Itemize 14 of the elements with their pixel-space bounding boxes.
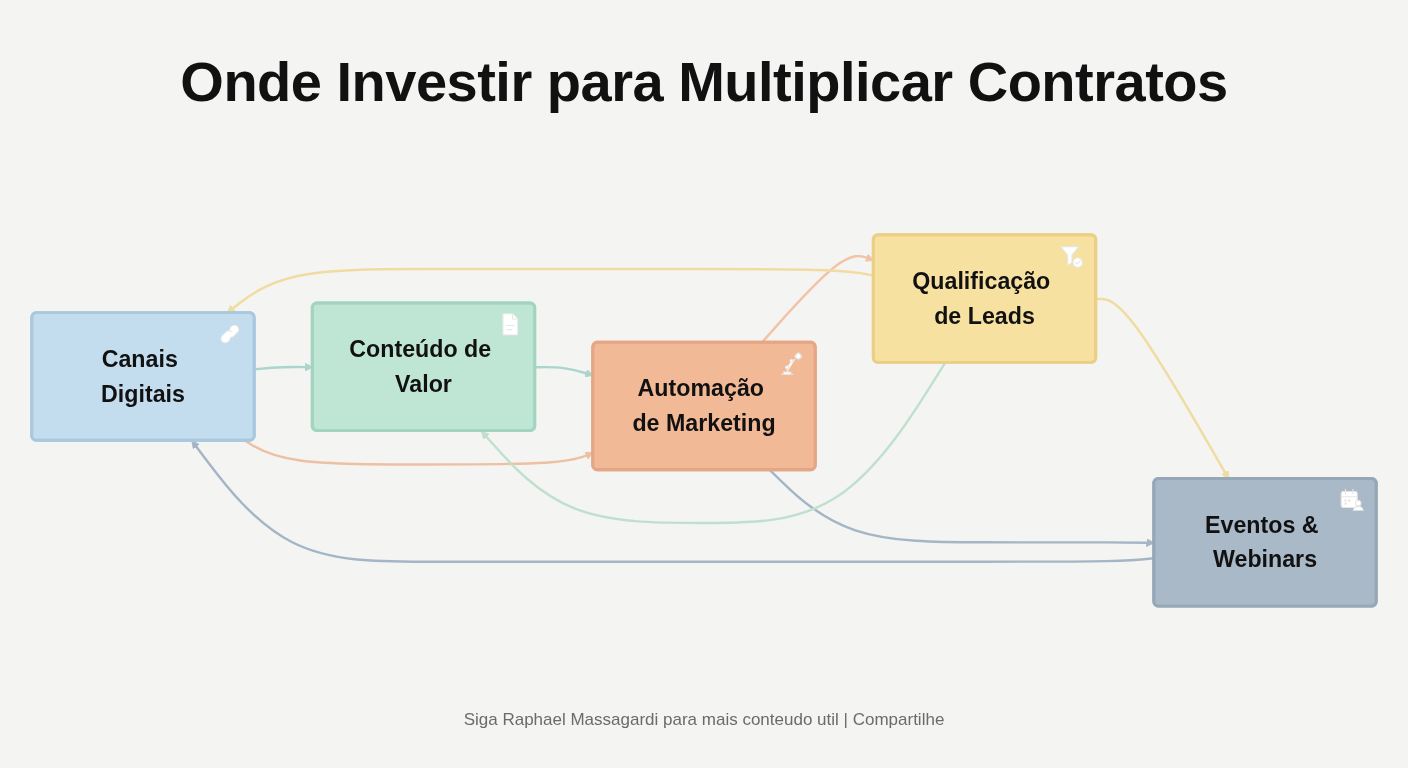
step-label: Conteúdo de Valor bbox=[348, 334, 493, 399]
step-label: Canais Digitais bbox=[100, 344, 186, 409]
title: Onde Investir para Multiplicar Contratos bbox=[180, 50, 1228, 115]
footer-note: Siga Raphael Massagardi para mais conteudo util | Compartilhe bbox=[463, 710, 945, 730]
arrow bbox=[1096, 297, 1230, 479]
step-label: Automação de Marketing bbox=[631, 373, 777, 438]
process-box bbox=[310, 301, 537, 432]
arrow bbox=[480, 361, 947, 524]
process-box bbox=[1152, 476, 1378, 608]
step-label: Eventos & Webinars bbox=[1204, 509, 1320, 574]
step-label: Qualificação de Leads bbox=[911, 266, 1052, 331]
process-box bbox=[591, 340, 817, 471]
process-box bbox=[30, 310, 256, 442]
process-box bbox=[871, 232, 1098, 364]
